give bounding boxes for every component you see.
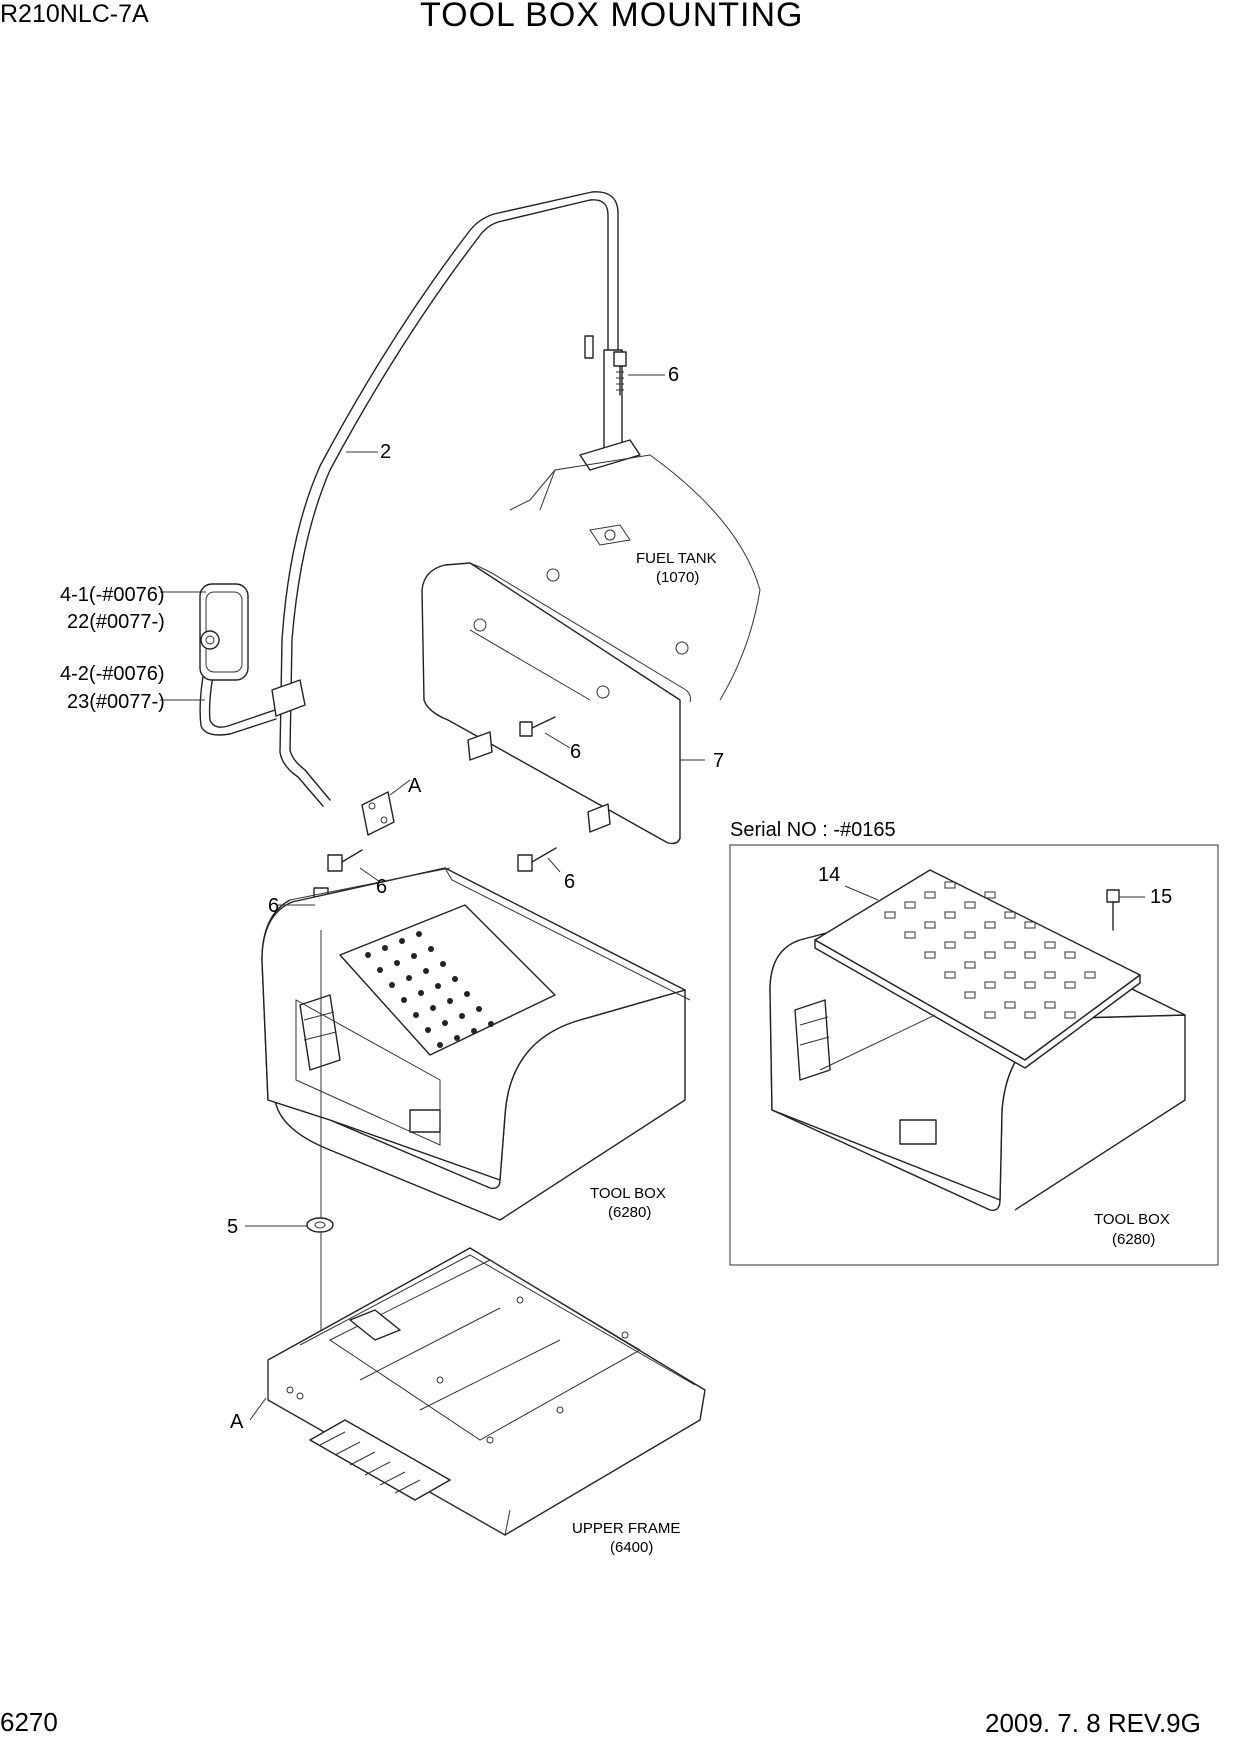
- bolt-part-6-cover: [519, 716, 556, 737]
- callout-6-mid: 6: [570, 741, 581, 763]
- inset-step-plate-part-14: [814, 869, 1141, 1069]
- ref-tool-box-no: (6280): [608, 1204, 651, 1221]
- handrail: [279, 191, 641, 807]
- washer-part-5: [306, 1217, 334, 1233]
- mirror-assembly: [199, 583, 306, 736]
- bolt-part-6-left: [327, 849, 363, 872]
- callout-6-left-bolt: 6: [376, 876, 387, 898]
- callout-4-1: 4-1(-#0076): [60, 584, 165, 606]
- callout-6-bottom-right: 6: [564, 871, 575, 893]
- callout-5: 5: [227, 1216, 238, 1238]
- page-number: 6270: [0, 1707, 58, 1737]
- bolt-part-6-right: [517, 847, 557, 872]
- callout-14: 14: [818, 864, 840, 886]
- page-title: TOOL BOX MOUNTING: [420, 0, 804, 34]
- ref-upper-frame-no: (6400): [610, 1539, 653, 1556]
- callout-23: 23(#0077-): [67, 691, 165, 713]
- fuel-tank-outline: [509, 454, 761, 701]
- callout-2: 2: [380, 441, 391, 463]
- revision-date: 2009. 7. 8 REV.9G: [985, 1708, 1201, 1738]
- step-plate-holes: [365, 931, 494, 1048]
- callout-15: 15: [1150, 886, 1172, 908]
- callout-a-bottom: A: [230, 1411, 244, 1433]
- callout-7: 7: [713, 750, 724, 772]
- upper-frame: [267, 1247, 706, 1536]
- callout-6-top: 6: [668, 364, 679, 386]
- tool-box: [261, 867, 691, 1221]
- callout-a-top: A: [408, 775, 422, 797]
- leader-lines: [160, 374, 1145, 1421]
- inset-frame: [729, 844, 1219, 1266]
- ref-fuel-tank: FUEL TANK: [636, 550, 717, 567]
- callout-6-toolbox: 6: [268, 895, 279, 917]
- pipe-bracket: [361, 791, 395, 836]
- bolt-part-6-top: [613, 351, 627, 396]
- ref-upper-frame: UPPER FRAME: [572, 1520, 680, 1537]
- ref-tool-box: TOOL BOX: [590, 1185, 666, 1202]
- ref-fuel-tank-no: (1070): [656, 569, 699, 586]
- model-number: R210NLC-7A: [0, 0, 149, 28]
- cover-part-7: [421, 562, 691, 845]
- inset-serial-label: Serial NO : -#0165: [730, 819, 896, 841]
- inset-bolt-part-15: [1106, 889, 1120, 931]
- callout-4-2: 4-2(-#0076): [60, 663, 165, 685]
- ref-tool-box-inset-no: (6280): [1112, 1231, 1155, 1248]
- callout-22: 22(#0077-): [67, 611, 165, 633]
- inset-assembly-line: [819, 1014, 936, 1071]
- ref-tool-box-inset: TOOL BOX: [1094, 1211, 1170, 1228]
